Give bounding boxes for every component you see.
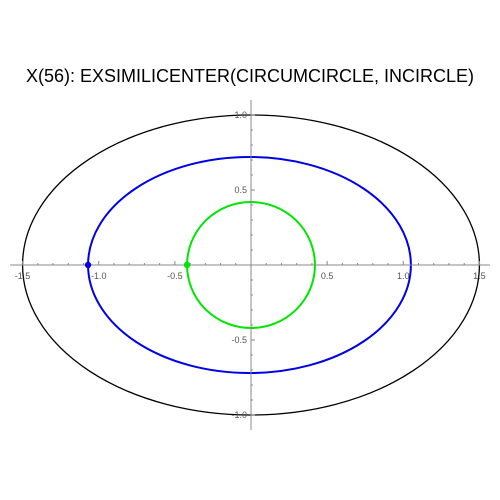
y-tick-label: 0.5 (234, 185, 247, 195)
x-tick-label: -1.5 (15, 271, 31, 281)
x-tick-label: -1.0 (91, 271, 107, 281)
chart-title: X(56): EXSIMILICENTER(CIRCUMCIRCLE, INCI… (25, 66, 475, 86)
y-tick-label: 1.0 (234, 110, 247, 120)
green-point (183, 261, 191, 269)
y-tick-label: -0.5 (231, 335, 247, 345)
x-tick-label: 1.5 (473, 271, 486, 281)
y-tick-label: -1.0 (231, 410, 247, 420)
x-tick-label: -0.5 (167, 271, 183, 281)
x-tick-label: 0.5 (321, 271, 334, 281)
blue-point (84, 261, 92, 269)
x-tick-label: 1.0 (397, 271, 410, 281)
